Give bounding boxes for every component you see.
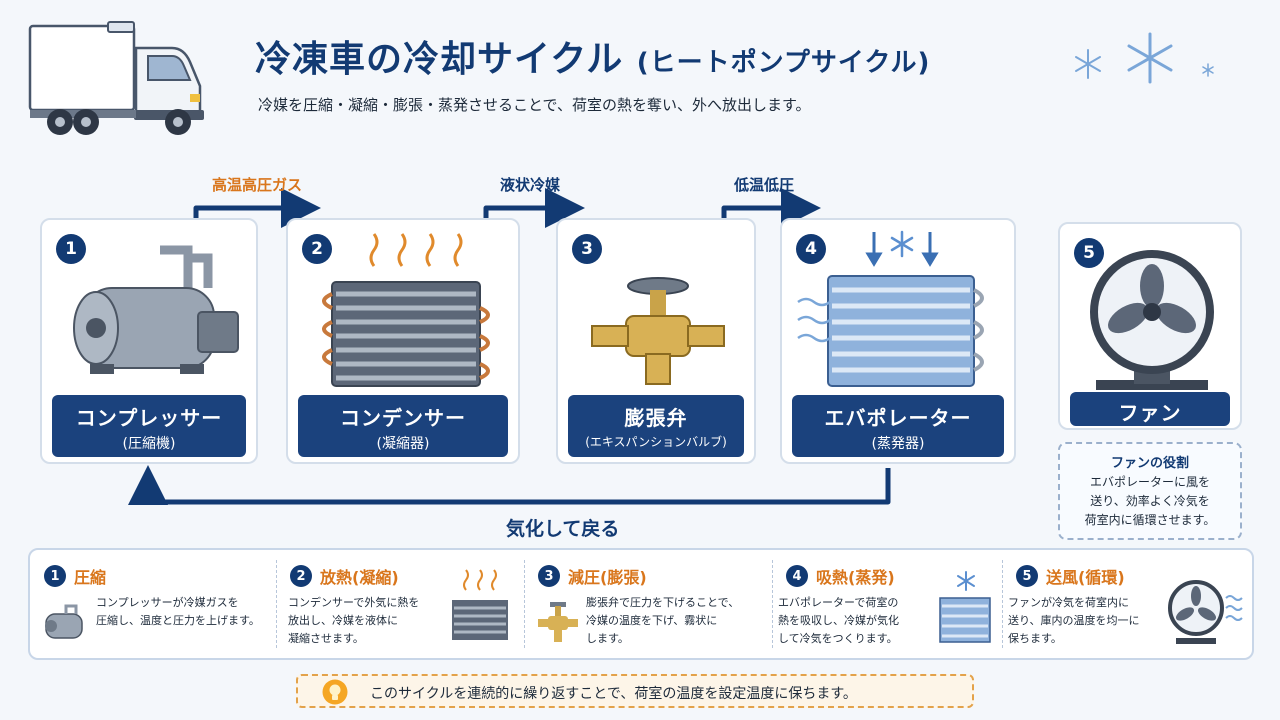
step-desc: コンデンサーで外気に熱を 放出し、冷媒を液体に 凝縮させます。 <box>288 596 420 645</box>
evaporator-icon <box>939 571 991 643</box>
step-title: 減圧(膨張) <box>568 568 647 587</box>
component-sub: (凝縮器) <box>376 436 430 452</box>
component-name: コンデンサー <box>340 406 466 430</box>
fan-icon <box>1090 250 1214 390</box>
component-card-condenser: 2 コンデンサー (凝縮器) <box>286 218 520 464</box>
step-desc: ファンが冷気を荷室内に 送り、庫内の温度を均一に 保ちます。 <box>1008 596 1140 645</box>
component-nameplate: 膨張弁 (エキスパンションバルブ) <box>568 395 744 457</box>
tip-box: このサイクルを連続的に繰り返すことで、荷室の温度を設定温度に保ちます。 <box>296 674 974 708</box>
title-main: 冷凍車の冷却サイクル <box>255 39 624 80</box>
step-condensing: 2 放熱(凝縮) コンデンサーで外気に熱を 放出し、冷媒を液体に 凝縮させます。 <box>282 560 518 656</box>
component-number: 2 <box>302 234 332 264</box>
fan-role-title: ファンの役割 <box>1110 456 1189 471</box>
component-nameplate: コンデンサー (凝縮器) <box>298 395 508 457</box>
evaporator-icon <box>797 230 984 387</box>
component-name: ファン <box>1118 401 1182 425</box>
step-divider <box>524 560 525 648</box>
component-number: 1 <box>56 234 86 264</box>
component-number: 5 <box>1074 238 1104 268</box>
step-number: 2 <box>290 565 312 587</box>
component-nameplate: ファン <box>1070 392 1230 426</box>
component-card-expansion-valve: 3 膨張弁 (エキスパンションバルブ) <box>556 218 756 464</box>
tip-text: このサイクルを連続的に繰り返すことで、荷室の温度を設定温度に保ちます。 <box>370 686 857 702</box>
component-number: 3 <box>572 234 602 264</box>
step-number: 3 <box>538 565 560 587</box>
component-card-compressor: 1 コンプレッサー (圧縮機) <box>40 218 258 464</box>
component-card-evaporator: 4 エバポレーター (蒸発器) <box>780 218 1016 464</box>
step-desc: 膨張弁で圧力を下げることで、 冷媒の温度を下げ、霧状に します。 <box>586 596 740 645</box>
step-air-circulation: 5 送風(循環) ファンが冷気を荷室内に 送り、庫内の温度を均一に 保ちます。 <box>1008 560 1248 656</box>
step-head: 2 放熱(凝縮) <box>290 564 399 588</box>
step-head: 3 減圧(膨張) <box>538 564 647 588</box>
component-card-fan: 5 ファン <box>1058 222 1242 430</box>
step-divider <box>276 560 277 648</box>
page-title: 冷凍車の冷却サイクル (ヒートポンプサイクル) <box>255 30 930 82</box>
step-head: 4 吸熱(蒸発) <box>786 564 895 588</box>
fan-role-box: ファンの役割 エバポレーターに風を 送り、効率よく冷気を 荷室内に循環させます。 <box>1058 442 1242 540</box>
component-name: 膨張弁 <box>624 406 688 430</box>
step-summary-panel: 1 圧縮 コンプレッサーが冷媒ガスを 圧縮し、温度と圧力を上げます。 2 放熱(… <box>28 548 1254 660</box>
step-evaporation: 4 吸熱(蒸発) エバポレーターで荷室の 熱を吸収し、冷媒が気化 して冷気をつく… <box>778 560 998 656</box>
component-nameplate: エバポレーター (蒸発器) <box>792 395 1004 457</box>
step-expansion: 3 減圧(膨張) 膨張弁で圧力を下げることで、 冷媒の温度を下げ、霧状に します… <box>530 560 766 656</box>
title-sub: (ヒートポンプサイクル) <box>636 48 931 78</box>
fan-role-line: 送り、効率よく冷気を <box>1090 494 1210 508</box>
expansion-valve-icon <box>538 602 578 642</box>
step-title: 圧縮 <box>74 568 107 587</box>
truck-illustration <box>28 21 204 135</box>
component-sub: (蒸発器) <box>871 436 925 452</box>
step-head: 5 送風(循環) <box>1016 564 1125 588</box>
step-number: 1 <box>44 565 66 587</box>
component-name: エバポレーター <box>824 406 972 430</box>
component-name: コンプレッサー <box>75 406 223 430</box>
fan-role-line: 荷室内に循環させます。 <box>1084 513 1216 527</box>
condenser-icon <box>452 569 508 640</box>
fan-icon <box>1168 580 1243 644</box>
flow-label-return: 気化して戻る <box>506 518 620 540</box>
lightbulb-icon <box>322 679 348 705</box>
component-nameplate: コンプレッサー (圧縮機) <box>52 395 246 457</box>
fan-role-line: エバポレーターに風を <box>1089 475 1210 489</box>
step-head: 1 圧縮 <box>44 564 106 588</box>
step-divider <box>772 560 773 648</box>
flow-label-low-temp: 低温低圧 <box>734 176 795 194</box>
snowflake-decoration <box>1075 32 1214 84</box>
flow-label-hot-gas: 高温高圧ガス <box>212 176 303 194</box>
component-number: 4 <box>796 234 826 264</box>
step-title: 吸熱(蒸発) <box>816 568 895 587</box>
compressor-icon <box>45 604 83 639</box>
step-number: 5 <box>1016 565 1038 587</box>
step-number: 4 <box>786 565 808 587</box>
step-title: 送風(循環) <box>1046 568 1125 587</box>
condenser-icon <box>322 233 490 387</box>
component-sub: (エキスパンションバルブ) <box>585 435 727 449</box>
page-subtitle: 冷媒を圧縮・凝縮・膨張・蒸発させることで、荷室の熱を奪い、外へ放出します。 <box>258 96 811 114</box>
step-desc: コンプレッサーが冷媒ガスを 圧縮し、温度と圧力を上げます。 <box>96 596 260 627</box>
flow-label-liquid: 液状冷媒 <box>500 176 561 194</box>
step-compression: 1 圧縮 コンプレッサーが冷媒ガスを 圧縮し、温度と圧力を上げます。 <box>36 560 272 656</box>
component-sub: (圧縮機) <box>122 436 176 452</box>
compressor-icon <box>73 245 239 374</box>
expansion-valve-icon <box>591 277 725 385</box>
step-title: 放熱(凝縮) <box>320 568 399 587</box>
step-divider <box>1002 560 1003 648</box>
step-desc: エバポレーターで荷室の 熱を吸収し、冷媒が気化 して冷気をつくります。 <box>778 596 899 645</box>
